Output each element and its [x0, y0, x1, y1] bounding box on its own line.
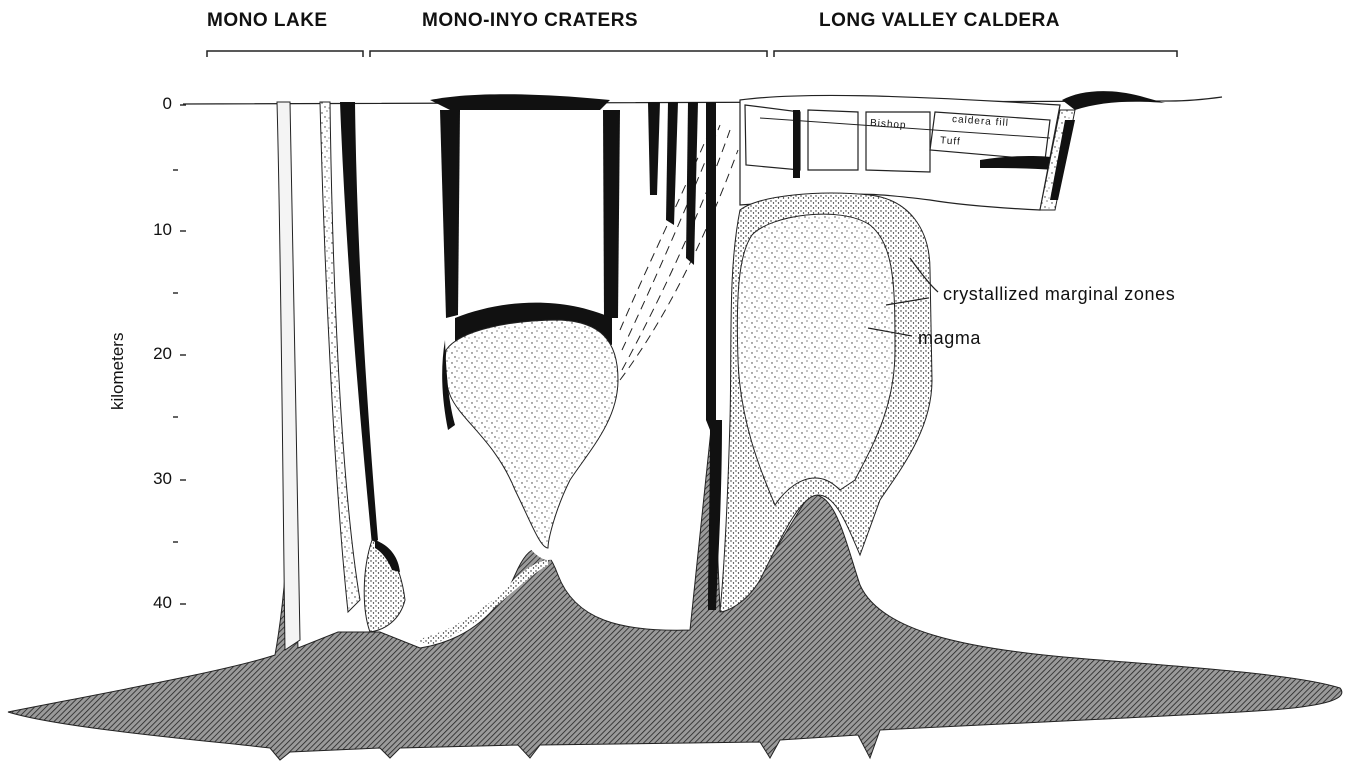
depth-axis-title: kilometers [108, 333, 128, 410]
region-title-long-valley: LONG VALLEY CALDERA [819, 10, 1060, 32]
label-crystallized-zones: crystallized marginal zones [943, 284, 1175, 305]
region-title-mono-inyo: MONO-INYO CRATERS [422, 10, 638, 32]
label-tuff: Tuff [940, 135, 961, 147]
mono-lake-dikes [277, 102, 405, 650]
mono-inyo-chamber [398, 94, 738, 645]
depth-tick-10: 10 [112, 220, 172, 240]
depth-tick-40: 40 [112, 593, 172, 613]
depth-tick-30: 30 [112, 469, 172, 489]
region-title-mono-lake: MONO LAKE [207, 10, 328, 32]
label-magma: magma [918, 328, 981, 349]
depth-tick-0: 0 [112, 94, 172, 114]
region-brackets [207, 51, 1177, 57]
axis-ticks [173, 105, 186, 604]
lower-crust-base [8, 420, 1342, 760]
